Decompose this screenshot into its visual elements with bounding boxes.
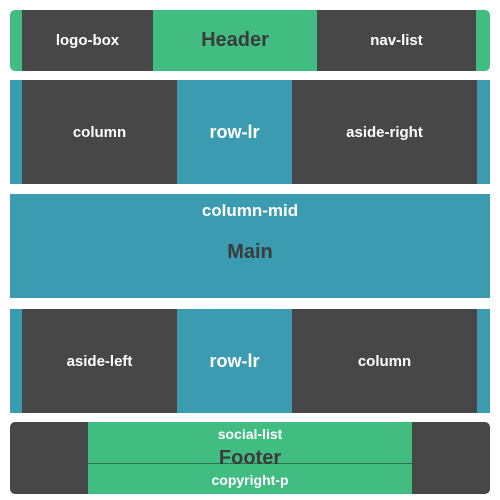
footer-center-block xyxy=(88,422,412,494)
logo-box-block: logo-box xyxy=(22,10,153,71)
row-lr-bottom-block: aside-left row-lr column xyxy=(10,309,490,413)
aside-left-label: aside-left xyxy=(66,352,133,370)
header-label-area: Header xyxy=(153,10,317,71)
nav-list-block: nav-list xyxy=(317,10,476,71)
logo-box-label: logo-box xyxy=(55,32,120,49)
footer-block: social-list Footer copyright-p xyxy=(10,422,490,494)
aside-right-block: aside-right xyxy=(292,80,477,184)
footer-label-area: Footer xyxy=(88,444,412,472)
aside-right-label: aside-right xyxy=(346,123,423,141)
social-list-label: social-list xyxy=(217,426,283,442)
copyright-p-area: copyright-p xyxy=(88,470,412,490)
column-block-bottom: column xyxy=(292,309,477,413)
main-label: Main xyxy=(227,240,273,263)
column-mid-label: column-mid xyxy=(201,201,299,220)
row-lr-bottom-label-area: row-lr xyxy=(177,309,292,413)
main-block: column-mid Main xyxy=(10,194,490,298)
column-mid-label-area: column-mid xyxy=(10,194,490,224)
nav-list-label: nav-list xyxy=(370,32,423,49)
copyright-p-label: copyright-p xyxy=(211,472,289,488)
row-lr-top-label-area: row-lr xyxy=(177,80,292,184)
column-block-top: column xyxy=(22,80,177,184)
row-lr-bottom-label: row-lr xyxy=(209,350,260,371)
row-lr-top-block: column row-lr aside-right xyxy=(10,80,490,184)
column-label-top: column xyxy=(72,123,127,141)
column-label-bottom: column xyxy=(357,352,412,370)
row-lr-top-label: row-lr xyxy=(209,121,260,142)
social-list-area: social-list xyxy=(88,424,412,444)
header-block: logo-box Header nav-list xyxy=(10,10,490,71)
aside-left-block: aside-left xyxy=(22,309,177,413)
footer-label: Footer xyxy=(218,446,282,469)
main-label-area: Main xyxy=(10,232,490,272)
header-label: Header xyxy=(201,29,269,51)
footer-divider xyxy=(88,463,412,464)
